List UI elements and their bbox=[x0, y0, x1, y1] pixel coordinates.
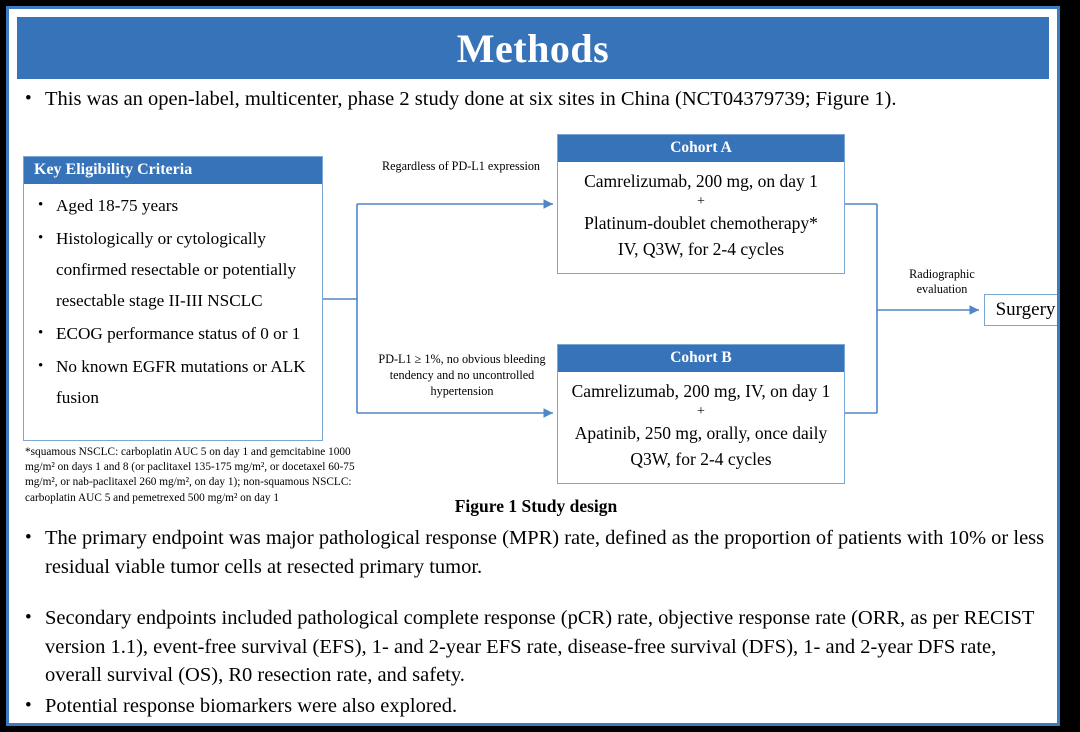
chemotherapy-footnote: *squamous NSCLC: carboplatin AUC 5 on da… bbox=[25, 446, 355, 504]
figure-caption: Figure 1 Study design bbox=[454, 496, 618, 516]
intro-bullet: • This was an open-label, multicenter, p… bbox=[25, 85, 1045, 113]
intro-bullet-text: This was an open-label, multicenter, pha… bbox=[45, 88, 897, 110]
surgery-box: Surgery bbox=[984, 294, 1057, 326]
primary-endpoint-bullet: • The primary endpoint was major patholo… bbox=[25, 524, 1047, 581]
cohort-a-box: Cohort A Camrelizumab, 200 mg, on day 1 … bbox=[557, 134, 845, 274]
bullet-marker: • bbox=[25, 527, 32, 548]
list-item: • No known EGFR mutations or ALK fusion bbox=[32, 351, 314, 413]
cohort-b-line: Apatinib, 250 mg, orally, once daily bbox=[574, 423, 828, 443]
bullet-marker: • bbox=[38, 325, 44, 341]
cohort-b-box: Cohort B Camrelizumab, 200 mg, IV, on da… bbox=[557, 344, 845, 484]
secondary-endpoint-text: Secondary endpoints included pathologica… bbox=[45, 607, 1035, 686]
bullet-marker: • bbox=[38, 230, 44, 246]
cohort-a-header: Cohort A bbox=[558, 135, 844, 162]
cohort-b-header: Cohort B bbox=[558, 345, 844, 372]
cohort-b-line: Q3W, for 2-4 cycles bbox=[630, 449, 772, 469]
eligibility-criterion: No known EGFR mutations or ALK fusion bbox=[56, 357, 306, 407]
cohort-a-line: Camrelizumab, 200 mg, on day 1 bbox=[584, 171, 818, 191]
cohort-b-body: Camrelizumab, 200 mg, IV, on day 1 + Apa… bbox=[558, 372, 844, 480]
flow-connectors bbox=[323, 199, 979, 418]
bullet-marker: • bbox=[25, 88, 32, 109]
biomarker-text: Potential response biomarkers were also … bbox=[45, 695, 458, 717]
cohort-a-line: IV, Q3W, for 2-4 cycles bbox=[617, 239, 785, 259]
bullet-marker: • bbox=[38, 197, 44, 213]
list-item: • Aged 18-75 years bbox=[32, 190, 314, 221]
secondary-endpoint-bullet: • Secondary endpoints included pathologi… bbox=[25, 604, 1047, 690]
study-design-figure: Key Eligibility Criteria • Aged 18-75 ye… bbox=[9, 127, 1057, 504]
bullet-marker: • bbox=[38, 358, 44, 374]
slide-title-bar: Methods bbox=[17, 17, 1049, 79]
bullet-marker: • bbox=[25, 695, 32, 716]
list-item: • ECOG performance status of 0 or 1 bbox=[32, 318, 314, 349]
surgery-label: Surgery bbox=[995, 299, 1056, 320]
cohort-b-line: Camrelizumab, 200 mg, IV, on day 1 bbox=[571, 381, 831, 401]
radiographic-evaluation-annotation: Radiographic evaluation bbox=[909, 267, 975, 296]
eligibility-criterion: Histologically or cytologically confirme… bbox=[56, 229, 297, 310]
cohort-a-plus: + bbox=[697, 194, 705, 209]
list-item: • Histologically or cytologically confir… bbox=[32, 223, 314, 316]
cohort-b-plus: + bbox=[697, 404, 705, 419]
biomarker-bullet: • Potential response biomarkers were als… bbox=[25, 692, 1047, 721]
cohort-a-body: Camrelizumab, 200 mg, on day 1 + Platinu… bbox=[558, 162, 844, 270]
bullet-marker: • bbox=[25, 607, 32, 628]
page-title: Methods bbox=[456, 25, 610, 71]
slide-canvas: Methods • This was an open-label, multic… bbox=[6, 6, 1060, 726]
primary-endpoint-text: The primary endpoint was major pathologi… bbox=[45, 527, 1045, 578]
bottom-arm-annotation: PD-L1 ≥ 1%, no obvious bleeding tendency… bbox=[378, 352, 546, 398]
eligibility-criterion: Aged 18-75 years bbox=[56, 196, 179, 215]
cohort-a-line: Platinum-doublet chemotherapy* bbox=[584, 213, 818, 233]
eligibility-criteria-box: Key Eligibility Criteria • Aged 18-75 ye… bbox=[23, 156, 323, 441]
top-arm-annotation: Regardless of PD-L1 expression bbox=[381, 159, 541, 173]
eligibility-box-body: • Aged 18-75 years • Histologically or c… bbox=[24, 184, 322, 423]
eligibility-criterion: ECOG performance status of 0 or 1 bbox=[56, 324, 301, 343]
eligibility-box-header: Key Eligibility Criteria bbox=[24, 157, 322, 184]
